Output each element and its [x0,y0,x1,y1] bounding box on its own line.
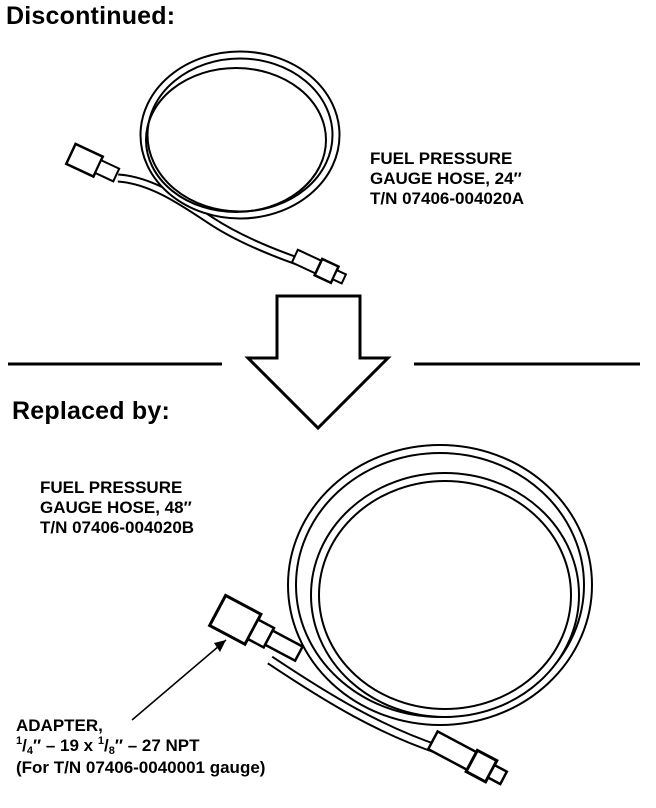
adapter-spec-middle: ″ – 19 x [32,736,98,755]
hose-48-label-line1: FUEL PRESSURE [40,478,183,497]
hose-24-label-line2: GAUGE HOSE, 24″ [370,169,522,188]
hose-48-illustration [207,444,593,786]
adapter-label-line2: 1/4″ – 19 x 1/8″ – 27 NPT [16,735,200,757]
adapter-frac2-denominator: 8 [108,745,115,757]
down-arrow [244,294,392,431]
hose-48-label-line3: T/N 07406-004020B [40,518,195,537]
adapter-leader-arrowhead [214,640,226,652]
hose-24-illustration [64,50,348,285]
hose-48-label: FUEL PRESSURE GAUGE HOSE, 48″ T/N 07406-… [40,478,194,538]
discontinued-heading: Discontinued: [6,2,176,30]
hose-48-label-line2: GAUGE HOSE, 48″ [40,498,192,517]
adapter-label-line1: ADAPTER, [16,716,103,735]
replaced-by-heading: Replaced by: [12,397,171,425]
adapter-frac1-denominator: 4 [26,745,33,757]
hose-24-label-line1: FUEL PRESSURE [370,149,513,168]
hose-24-label-line3: T/N 07406-004020A [370,189,525,208]
adapter-leader-line [131,639,227,721]
adapter-label: ADAPTER, 1/4″ – 19 x 1/8″ – 27 NPT (For … [16,716,265,778]
adapter-spec-tail: ″ – 27 NPT [114,736,200,755]
adapter-frac2-numerator: 1 [97,735,104,747]
adapter-label-line3: (For T/N 07406-0040001 gauge) [16,758,266,777]
hose-24-label: FUEL PRESSURE GAUGE HOSE, 24″ T/N 07406-… [370,149,524,209]
adapter-frac1-numerator: 1 [16,735,23,747]
